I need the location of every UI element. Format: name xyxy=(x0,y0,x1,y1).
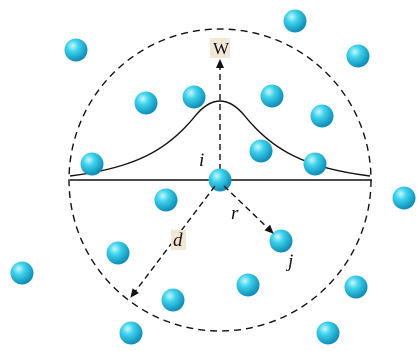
sphere-icon xyxy=(64,38,88,62)
sphere-icon xyxy=(310,104,334,128)
sphere-icon xyxy=(80,152,104,176)
radius-label-background xyxy=(171,230,186,250)
radius-arrow xyxy=(130,185,216,298)
sphere-icon xyxy=(316,321,340,345)
sphere-icon xyxy=(269,229,293,253)
radius-label: d xyxy=(173,230,183,251)
distance-arrow xyxy=(223,185,274,234)
distance-label: r xyxy=(231,203,239,224)
sphere-icon xyxy=(344,275,368,299)
sphere-icon xyxy=(106,241,130,265)
sphere-icon xyxy=(283,9,307,33)
sphere-icon xyxy=(236,273,260,297)
sphere-icon xyxy=(134,91,158,115)
sphere-icon xyxy=(161,288,185,312)
sphere-icon xyxy=(260,84,284,108)
sphere-icon xyxy=(346,44,370,68)
sphere-icon xyxy=(154,188,178,212)
neighbor-particle-label: j xyxy=(285,251,293,272)
sphere-icon xyxy=(10,261,34,285)
sphere-icon xyxy=(182,85,206,109)
sphere-icon xyxy=(249,139,273,163)
kernel-curve xyxy=(69,100,371,177)
sphere-icon xyxy=(119,321,143,345)
weight-label-background xyxy=(210,38,230,58)
sphere-icon xyxy=(392,186,416,210)
particles xyxy=(10,9,416,345)
center-particle-sphere-icon xyxy=(208,168,232,192)
weight-label: W xyxy=(213,39,230,58)
center-particle-label: i xyxy=(199,150,204,171)
sphere-icon xyxy=(303,152,327,176)
